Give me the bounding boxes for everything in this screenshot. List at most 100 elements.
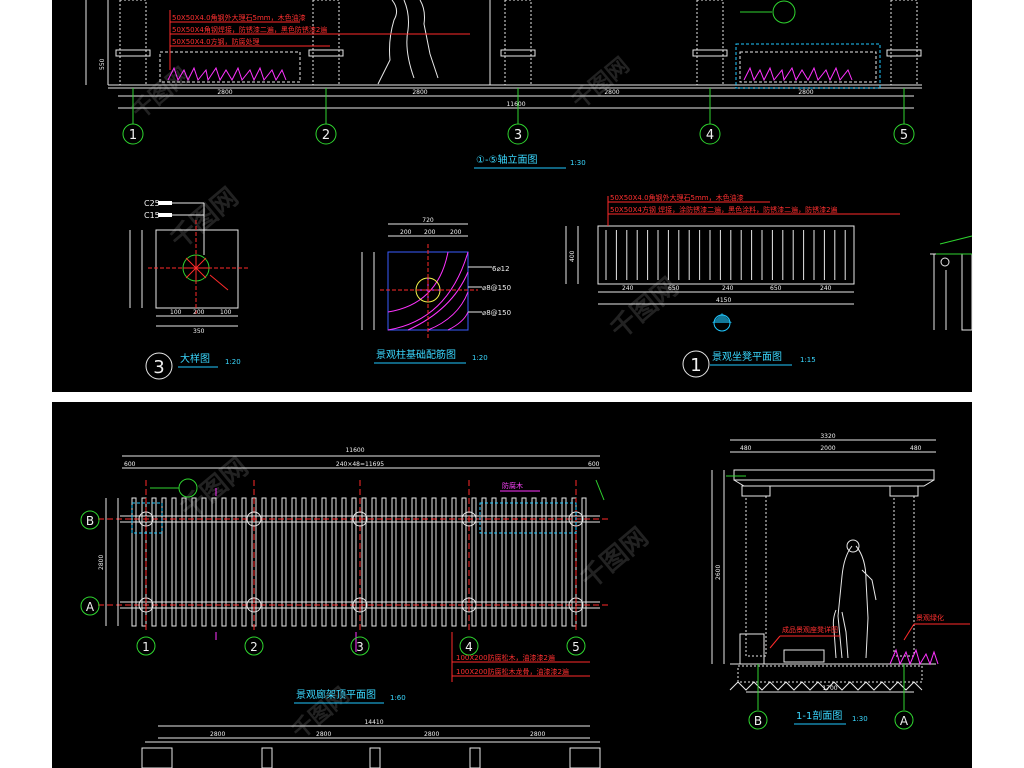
roof-slat bbox=[451, 497, 457, 627]
roof-label: 防腐木 bbox=[502, 481, 523, 490]
detail-title: 大样图 bbox=[180, 352, 210, 365]
foundation-title: 景观柱基础配筋图 bbox=[376, 348, 456, 361]
section-dim: 3320 bbox=[820, 433, 835, 440]
roof-slat bbox=[171, 497, 177, 627]
roof-grid-lines bbox=[145, 480, 577, 632]
roof-dim: 2800 bbox=[98, 555, 105, 570]
roof-slat bbox=[371, 497, 377, 627]
elevation-note: 50X50X4.0方钢，防腐处理 bbox=[172, 37, 260, 46]
elevation-plants bbox=[167, 66, 853, 82]
detail-dim: 100 bbox=[170, 309, 182, 316]
axis-label: 2 bbox=[322, 128, 330, 143]
roof-slat bbox=[361, 497, 367, 627]
foundation-dim: 720 bbox=[422, 217, 434, 224]
roof-dim: 600 bbox=[124, 461, 136, 468]
detail-3-drawing: C25 C15 100 200 100 350 3 大样图 1:20 bbox=[129, 199, 250, 380]
section-dim: 2600 bbox=[715, 565, 722, 580]
seat-plan-title: 景观坐凳平面图 bbox=[712, 351, 782, 363]
rebar-label: 6⌀12 bbox=[492, 265, 510, 273]
detail-dim: 200 bbox=[193, 309, 205, 316]
roof-note: 100X200防腐松木龙骨，油漆漆2遍 bbox=[456, 667, 569, 676]
roof-slat bbox=[561, 497, 567, 627]
dim-segment: 2800 bbox=[217, 89, 232, 96]
roof-slats bbox=[131, 497, 587, 627]
roof-slat bbox=[541, 497, 547, 627]
roof-slat bbox=[241, 497, 247, 627]
roof-slat bbox=[401, 497, 407, 627]
seat-dim: 240 bbox=[622, 285, 634, 292]
foundation-dim: 200 bbox=[424, 229, 436, 236]
rebar-label: ⌀8@150 bbox=[482, 284, 511, 292]
roof-dim: 240×48=11695 bbox=[336, 461, 384, 468]
roof-slat bbox=[521, 497, 527, 627]
foundation-drawing: 6⌀12 ⌀8@150 ⌀8@150 720 200 200 200 景观柱基础… bbox=[361, 217, 511, 364]
bottom-dim: 2800 bbox=[424, 731, 439, 738]
front-elevation: 550 50X50X4.0角钢外大理石5mm，木色油漆 50X50X4角钢焊接，… bbox=[85, 0, 922, 169]
axis-label: 1 bbox=[129, 128, 137, 143]
elevation-axis-markers: 1 2 3 4 5 bbox=[122, 123, 915, 145]
roof-slat bbox=[391, 497, 397, 627]
axis-label: 4 bbox=[465, 640, 473, 654]
top-drawing-panel bbox=[52, 0, 972, 392]
elevation-columns bbox=[115, 0, 922, 86]
roof-slat bbox=[311, 497, 317, 627]
roof-dim: 600 bbox=[588, 461, 600, 468]
roof-slat bbox=[341, 497, 347, 627]
bottom-dim: 2800 bbox=[530, 731, 545, 738]
elevation-height-dim: 550 bbox=[99, 58, 106, 70]
roof-slat bbox=[161, 497, 167, 627]
seat-plan-scale: 1:15 bbox=[800, 356, 816, 364]
roof-column-circles bbox=[138, 511, 584, 613]
roof-axis-markers: 1 2 3 4 5 bbox=[136, 636, 586, 656]
roof-slat bbox=[511, 497, 517, 627]
dim-segment: 2800 bbox=[798, 89, 813, 96]
roof-slat bbox=[331, 497, 337, 627]
seat-dim: 240 bbox=[820, 285, 832, 292]
bottom-dim: 2800 bbox=[316, 731, 331, 738]
dim-segment: 2800 bbox=[604, 89, 619, 96]
axis-label: B bbox=[754, 714, 762, 728]
detail-number: 3 bbox=[153, 357, 164, 378]
section-dim: 480 bbox=[910, 445, 922, 452]
seat-dim: 650 bbox=[770, 285, 782, 292]
roof-slat bbox=[151, 497, 157, 627]
elevation-note: 50X50X4角钢焊接，防锈漆二遍，黑色防锈漆2遍 bbox=[172, 25, 327, 34]
roof-slat bbox=[531, 497, 537, 627]
roof-dim: 11600 bbox=[345, 447, 364, 454]
axis-label: 5 bbox=[900, 128, 908, 143]
seat-dim: 4150 bbox=[716, 297, 731, 304]
roof-slat bbox=[461, 497, 467, 627]
detail-dim: 350 bbox=[193, 328, 205, 335]
elevation-note: 50X50X4.0角钢外大理石5mm，木色油漆 bbox=[172, 13, 306, 22]
roof-plan-scale: 1:60 bbox=[390, 694, 406, 702]
dim-total: 11600 bbox=[506, 101, 525, 108]
bottom-dim: 2800 bbox=[210, 731, 225, 738]
axis-label: 3 bbox=[514, 128, 522, 143]
section-dim: 2000 bbox=[820, 445, 835, 452]
roof-slat bbox=[261, 497, 267, 627]
roof-slat bbox=[431, 497, 437, 627]
bottom-dim: 14410 bbox=[364, 719, 383, 726]
roof-slat bbox=[191, 497, 197, 627]
roof-slat bbox=[381, 497, 387, 627]
roof-slat bbox=[201, 497, 207, 627]
foundation-dim: 200 bbox=[400, 229, 412, 236]
seat-number: 1 bbox=[690, 355, 701, 376]
dim-segment: 2800 bbox=[412, 89, 427, 96]
section-title: 1-1剖面图 bbox=[796, 709, 842, 722]
roof-slat bbox=[551, 497, 557, 627]
roof-slat bbox=[351, 497, 357, 627]
roof-slat bbox=[271, 497, 277, 627]
roof-slat bbox=[221, 497, 227, 627]
axis-label: B bbox=[86, 514, 94, 528]
seat-slats bbox=[605, 230, 846, 280]
axis-label: A bbox=[86, 600, 95, 614]
axis-label: A bbox=[900, 714, 909, 728]
edge-detail bbox=[930, 235, 973, 331]
detail-scale: 1:20 bbox=[225, 358, 241, 366]
elevation-axis-leaders bbox=[132, 88, 905, 124]
detail-label: C15 bbox=[144, 211, 160, 220]
roof-slat bbox=[491, 497, 497, 627]
